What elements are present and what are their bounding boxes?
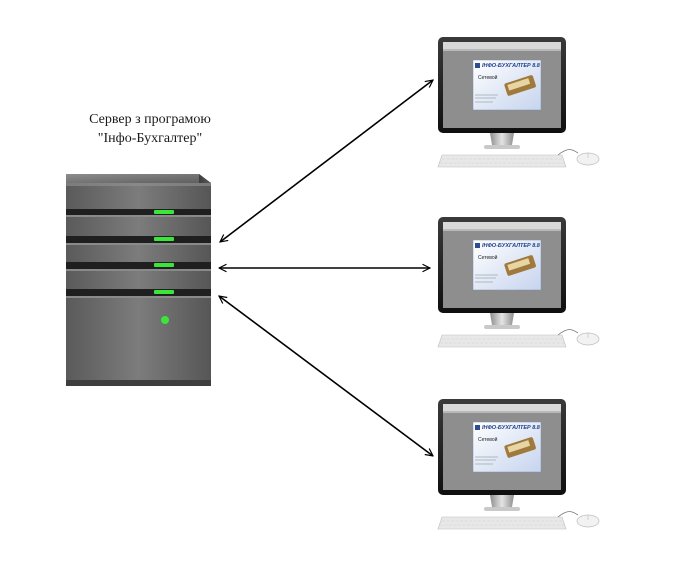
connection-arrow-top xyxy=(220,80,433,242)
workstation-3: ІНФО-БУХГАЛТЕР 8.8 Сетевой xyxy=(437,398,600,530)
status-led-2 xyxy=(154,237,174,241)
server-tower xyxy=(66,174,211,386)
splash-title: ІНФО-БУХГАЛТЕР 8.8 xyxy=(482,63,541,69)
drive-bay-2 xyxy=(66,236,211,245)
status-led-1 xyxy=(154,210,174,214)
server-caption-line1: Сервер з програмою xyxy=(89,112,211,127)
splash-title: ІНФО-БУХГАЛТЕР 8.8 xyxy=(482,425,541,431)
drive-bay-3 xyxy=(66,262,211,271)
server-caption-line2: "Інфо-Бухгалтер" xyxy=(97,131,203,146)
splash-subtitle: Сетевой xyxy=(478,254,498,261)
drive-bay-4 xyxy=(66,289,211,298)
splash-title: ІНФО-БУХГАЛТЕР 8.8 xyxy=(482,243,541,249)
power-led xyxy=(161,316,169,324)
splash-subtitle: Сетевой xyxy=(478,436,498,443)
drive-bay-1 xyxy=(66,209,211,217)
status-led-4 xyxy=(154,290,174,294)
workstation-2: ІНФО-БУХГАЛТЕР 8.8 Сетевой xyxy=(437,216,600,348)
server-caption: Сервер з програмою "Інфо-Бухгалтер" xyxy=(70,110,230,148)
workstation-1: ІНФО-БУХГАЛТЕР 8.8 Сетевой xyxy=(437,36,600,168)
splash-subtitle: Сетевой xyxy=(478,74,498,81)
connection-arrow-bottom xyxy=(219,296,433,456)
status-led-3 xyxy=(154,263,174,267)
